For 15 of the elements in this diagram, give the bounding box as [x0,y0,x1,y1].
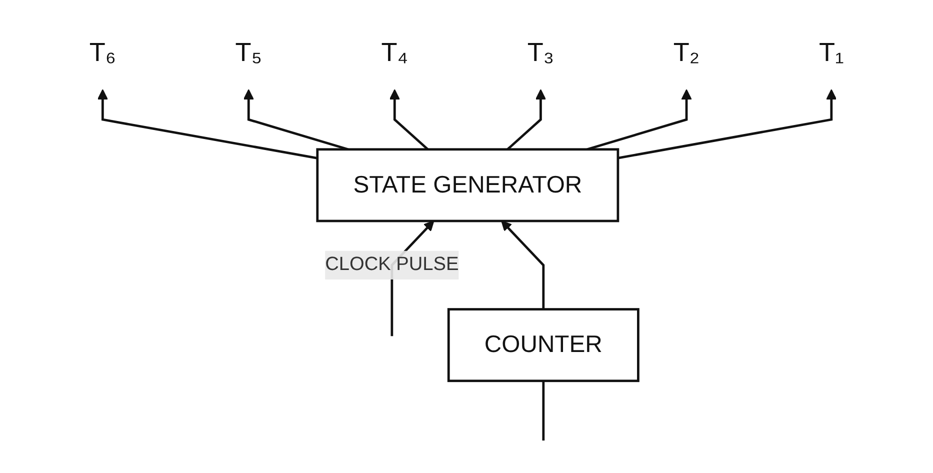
node-text: T₅ [235,37,262,68]
arrow [506,89,546,150]
node-text: T₆ [89,37,116,68]
node-text: T₁ [818,37,844,68]
arrow [501,220,544,310]
block-diagram: T₆ T₅ T₄ T₃ T₂ T₁ STATE GENERATOR CLOCK PULSE COUNTER [44,5,890,468]
node-text: T₃ [527,37,554,68]
arrow [618,89,837,160]
connector [542,380,544,441]
arrow [389,89,429,150]
node-text: T₂ [673,37,700,68]
node-box [447,308,640,382]
arrow [97,89,318,160]
node-text: T₄ [381,37,408,68]
node-box [316,148,620,222]
